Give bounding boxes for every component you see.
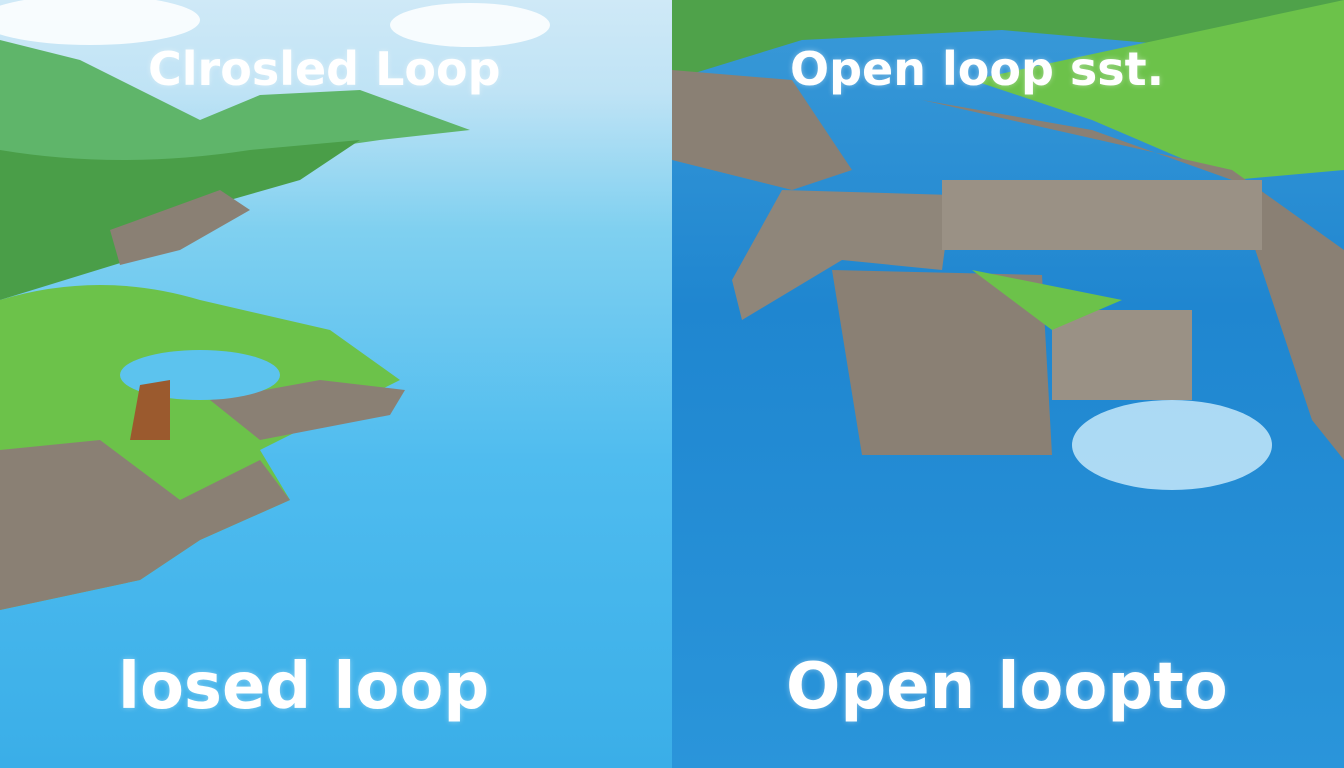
closed-loop-title: Clrosled Loop (148, 42, 501, 96)
open-loop-scene (672, 0, 1344, 768)
open-loop-landscape (672, 0, 1344, 490)
closed-loop-scene (0, 0, 672, 768)
closed-loop-caption: losed loop (118, 650, 490, 724)
deer (130, 380, 170, 440)
closed-loop-landscape (0, 40, 470, 610)
open-loop-caption: Open loopto (786, 650, 1228, 724)
open-loop-title: Open loop sst. (790, 42, 1165, 96)
